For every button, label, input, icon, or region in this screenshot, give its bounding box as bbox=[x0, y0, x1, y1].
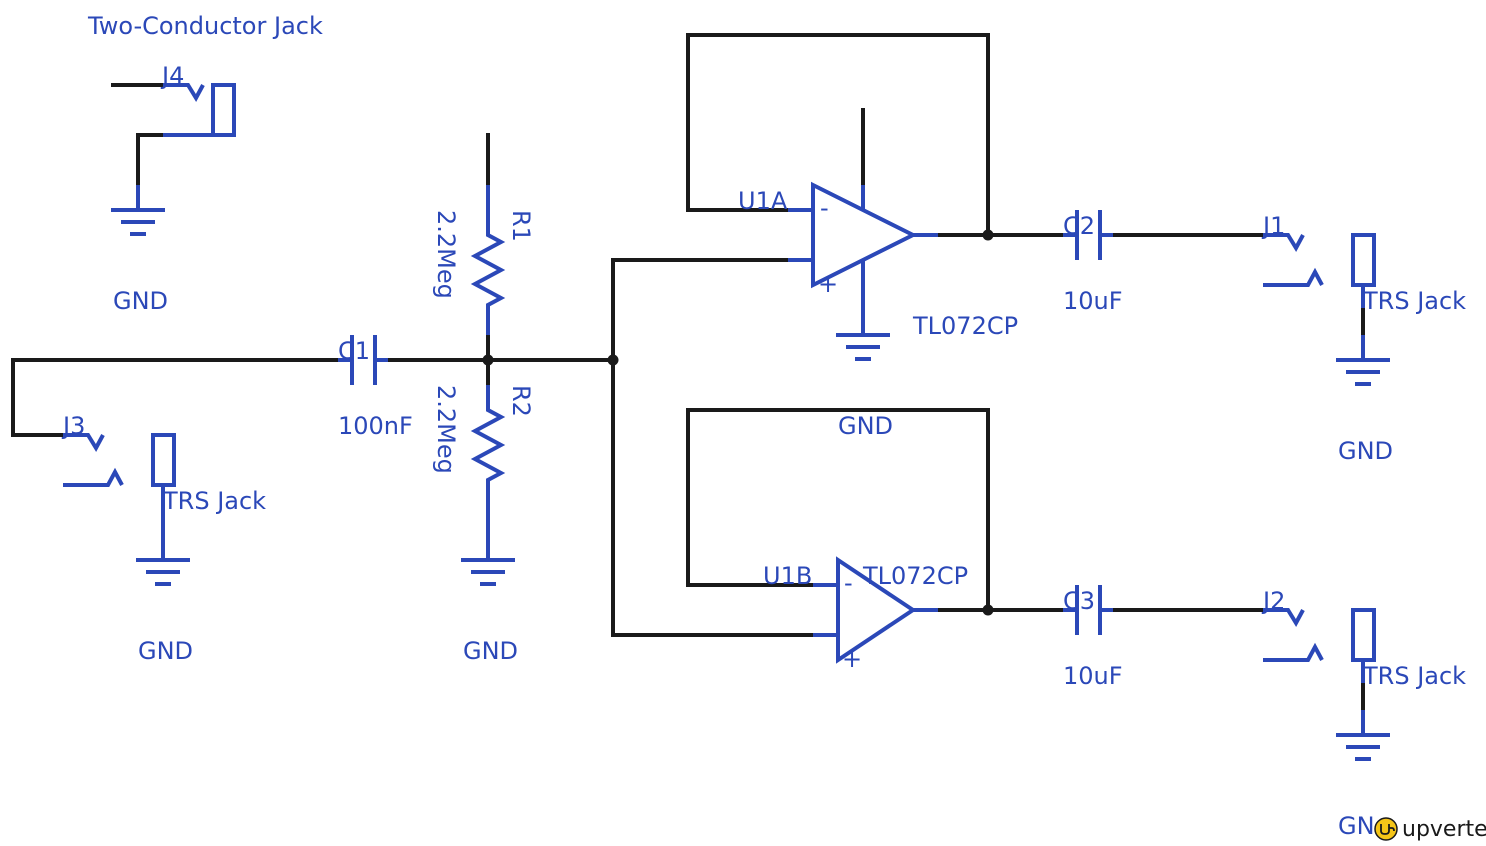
ground-icon bbox=[461, 558, 515, 586]
diagram-title: Two-Conductor Jack bbox=[87, 12, 323, 40]
j1-ring-contact bbox=[1263, 267, 1324, 287]
ground-icon bbox=[1336, 358, 1390, 386]
junction-r-node bbox=[482, 354, 494, 366]
r1-ref: R1 bbox=[507, 210, 535, 242]
u1b-ref: U1B bbox=[763, 562, 812, 590]
u1b-value: TL072CP bbox=[862, 562, 968, 590]
u1b-triangle bbox=[836, 556, 917, 664]
wire-input bbox=[11, 358, 340, 437]
j2-sleeve-body bbox=[1351, 608, 1376, 662]
junctions bbox=[482, 229, 994, 616]
capacitor-c3[interactable]: C3 10uF bbox=[1063, 585, 1123, 690]
upverter-logo[interactable]: upverter bbox=[1374, 814, 1486, 846]
wires bbox=[11, 33, 1265, 637]
junction-u1b-out bbox=[982, 604, 994, 616]
gnd-label: GND bbox=[838, 412, 893, 440]
j1-tip-contact bbox=[1263, 233, 1305, 253]
ground-r2: GND bbox=[461, 535, 518, 665]
jack-j1[interactable]: J1 TRS Jack bbox=[1261, 212, 1466, 360]
j3-tip-contact bbox=[63, 433, 105, 453]
logo-icon-mark bbox=[1380, 824, 1395, 835]
capacitor-c1[interactable]: C1 100nF bbox=[338, 335, 413, 440]
gnd-label: GND bbox=[138, 637, 193, 665]
wire-node-u1b bbox=[611, 358, 815, 637]
jack-j4[interactable]: Two-Conductor Jack J4 bbox=[87, 12, 323, 210]
ground-j1: GND bbox=[1336, 358, 1393, 465]
resistor-r2[interactable]: R2 2.2Meg bbox=[432, 385, 535, 535]
c3-value: 10uF bbox=[1063, 662, 1123, 690]
gnd-label: GND bbox=[463, 637, 518, 665]
opamp-u1b[interactable]: U1B - + TL072CP bbox=[763, 556, 968, 673]
ground-icon bbox=[1336, 733, 1390, 761]
gnd-label: GND bbox=[113, 287, 168, 315]
capacitor-c2[interactable]: C2 10uF bbox=[1063, 210, 1123, 315]
r1-zigzag bbox=[470, 185, 506, 335]
junction-buffer-node bbox=[607, 354, 619, 366]
c1-value: 100nF bbox=[338, 412, 413, 440]
u1a-plus: + bbox=[818, 270, 838, 298]
jack-j2[interactable]: J2 TRS Jack bbox=[1261, 587, 1466, 735]
wire-u1b-feedback bbox=[686, 408, 990, 612]
j2-ring-contact bbox=[1263, 642, 1324, 662]
j1-value: TRS Jack bbox=[1362, 287, 1466, 315]
u1a-minus: - bbox=[820, 194, 829, 222]
j1-sleeve-body bbox=[1351, 233, 1376, 287]
ground-icon bbox=[136, 558, 190, 586]
c2-value: 10uF bbox=[1063, 287, 1123, 315]
junction-u1a-out bbox=[982, 229, 994, 241]
j2-tip-contact bbox=[1263, 608, 1305, 628]
u1b-plus: + bbox=[842, 645, 862, 673]
u1a-value: TL072CP bbox=[912, 312, 1018, 340]
r1-value: 2.2Meg bbox=[432, 210, 460, 299]
wire-j4-gnd bbox=[136, 133, 165, 187]
ground-icon bbox=[111, 208, 165, 236]
r2-ref: R2 bbox=[507, 385, 535, 417]
gnd-label: GND bbox=[1338, 437, 1393, 465]
u1a-ref: U1A bbox=[738, 187, 788, 215]
opamp-u1a[interactable]: U1A - + TL072CP bbox=[738, 181, 1018, 340]
ground-icon bbox=[836, 333, 890, 361]
logo-text: upverter bbox=[1402, 817, 1486, 842]
upverter-logo-icon bbox=[1374, 817, 1398, 841]
resistor-r1[interactable]: R1 2.2Meg bbox=[432, 185, 535, 335]
wire-node-u1a bbox=[611, 258, 790, 362]
j4-tip-contact bbox=[163, 83, 205, 103]
ground-j4: GND bbox=[111, 208, 168, 315]
j3-sleeve-body bbox=[151, 433, 176, 487]
j3-ring-contact bbox=[63, 467, 124, 487]
j2-value: TRS Jack bbox=[1362, 662, 1466, 690]
j4-sleeve-body bbox=[211, 83, 236, 137]
ground-j3: GND bbox=[136, 535, 193, 665]
wire-u1a-feedback bbox=[686, 33, 990, 237]
j3-value: TRS Jack bbox=[162, 487, 266, 515]
u1b-minus: - bbox=[844, 569, 853, 597]
r2-value: 2.2Meg bbox=[432, 385, 460, 474]
r2-zigzag bbox=[470, 385, 506, 535]
jack-j3[interactable]: J3 TRS Jack bbox=[61, 412, 266, 535]
ground-u1a: GND bbox=[836, 310, 893, 440]
